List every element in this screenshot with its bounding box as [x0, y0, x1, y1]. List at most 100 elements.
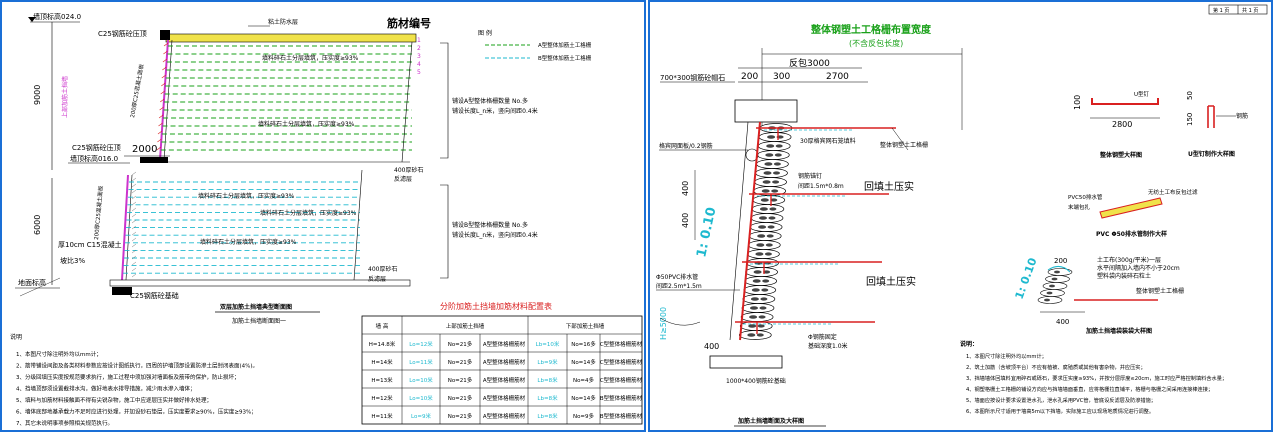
- tag-number: 3: [417, 53, 421, 60]
- upper-side-label: 上部加筋土挡墙: [61, 76, 69, 118]
- table-cell: A型整体格栅筋材: [483, 412, 526, 420]
- drain-400b2: 反滤层: [368, 275, 386, 283]
- upper-geogrid-hook: [163, 50, 168, 55]
- lower-face-hatch: [131, 249, 137, 254]
- gabion-stone: [765, 243, 773, 247]
- gabion-stone: [753, 270, 762, 274]
- dim-200a: 200: [741, 72, 758, 82]
- upper-geogrid-hook: [158, 114, 164, 119]
- right-note-line: 5、墙面应按设计要求设置泄水孔，泄水孔采用PVC管，管底设反滤层及防渗措施；: [966, 396, 1156, 404]
- table-cell: No=9多: [573, 412, 595, 420]
- pipe-a-label: PVC50排水管: [1068, 193, 1103, 201]
- lower-face-hatch: [131, 261, 137, 266]
- dim-400c: 400: [704, 342, 719, 351]
- gabion-stone: [757, 324, 765, 328]
- face-label: 格宾网面板/0.2钢筋: [659, 142, 713, 150]
- gabion-stone: [763, 270, 771, 274]
- lower-face-hatch: [131, 231, 137, 236]
- gabion-stone: [761, 288, 769, 292]
- table-cell: H=13米: [371, 376, 393, 384]
- tag-number-column: 1 2 3 4 5: [417, 37, 421, 76]
- right-note-line: 3、挡墙墙体回填料宜用碎石或砾石，要求压实度≥93%，并按分层厚度≤20cm，施…: [966, 374, 1227, 382]
- lower-back-line: [353, 169, 363, 281]
- section-subtitle: 加筋土挡墙断面图一: [232, 317, 286, 325]
- left-note-line: 1、本图尺寸除注明外均以mm计；: [16, 350, 102, 358]
- bag-title: 加筋土挡墙袋装袋大样图: [1085, 327, 1152, 335]
- drain-400a: 400厚砂石: [394, 166, 423, 174]
- drain-400a2: 反滤层: [394, 175, 412, 183]
- table-cell: A型整体格栅筋材: [483, 358, 526, 366]
- gabion-stone: [773, 171, 780, 175]
- table-cell: No=4多: [573, 376, 595, 384]
- table-cell: Lo=10米: [409, 394, 433, 402]
- lower-face-hatch: [131, 243, 137, 248]
- upper-fill-label: 填料碎石土分层填筑，压实度≥93%: [262, 54, 359, 62]
- lower-fill-label-3: 填料碎石土分层填筑，压实度≥93%: [200, 238, 297, 246]
- upper-bracket: [440, 42, 449, 159]
- elev-top-marker: [28, 17, 36, 22]
- backfill-2: 回填土压实: [866, 275, 916, 288]
- table-cell: A型整体格栅筋材: [483, 376, 526, 384]
- c25-top-label: C25钢筋砼压顶: [98, 29, 147, 38]
- gabion-stone: [759, 216, 767, 220]
- fold-dim: 反包3000: [789, 57, 830, 69]
- legend-b-label: B型整体加筋土工格栅: [538, 54, 592, 62]
- c15-label: 厚10cm C15混凝土: [58, 240, 122, 249]
- table-cell: Lb=8米: [537, 376, 558, 384]
- dim-h: H≥5000: [659, 307, 668, 340]
- upper-fill-label-2: 填料碎石土分层填筑，压实度≥93%: [258, 120, 355, 128]
- page-number: 第 1 页: [1213, 7, 1229, 14]
- table-cell: H=12米: [371, 394, 393, 402]
- bag-stone: [1054, 270, 1060, 274]
- dim-400a: 400: [681, 181, 690, 196]
- pipe-title: PVC Φ50排水管制作大样: [1096, 230, 1167, 238]
- lower-fill-label-2: 填料碎石土分层填筑，压实度≥93%: [260, 209, 357, 217]
- lower-face-hatch: [131, 273, 137, 278]
- l-dim-50: 50: [1186, 91, 1194, 100]
- page-total: 共 1 页: [1242, 7, 1258, 14]
- bag-dim-400: 400: [1056, 318, 1069, 326]
- c25-base-label: C25钢筋砼基础: [130, 291, 179, 300]
- left-note-line: 6、墙体底部地基承载力不足时应进行处理，并加设砂石垫层，压实度要求≥90%，压实…: [16, 408, 257, 416]
- lower-face-hatch: [131, 213, 137, 218]
- table-cell: Lo=12米: [409, 340, 433, 348]
- gabion-stone: [758, 225, 767, 229]
- gabion-stone: [755, 252, 764, 256]
- lower-note-2: 铺设长度L_n米，竖向间距0.4米: [452, 231, 538, 239]
- left-note-line: 2、筋带铺设间距及各类材料参数应按设计图纸执行，四周的护墙顶部设置防渗土层封闭表…: [16, 362, 258, 370]
- lower-face-hatch: [131, 219, 137, 224]
- table-cell: No=16多: [571, 340, 596, 348]
- upper-geogrid-group: [156, 41, 413, 163]
- top-layer-label: 粘土防水层: [268, 18, 298, 26]
- table-header-cell: 墙 高: [376, 322, 389, 330]
- right-title: 整体钢塑土工格栅布置宽度: [810, 23, 932, 36]
- gabion-stone: [767, 135, 776, 139]
- bag-note-2: 水平间隔加入墙内不小于20cm: [1097, 264, 1180, 272]
- detail-circle: [745, 148, 759, 162]
- pin-label: 钢筋锚钉: [798, 172, 822, 180]
- lower-face-hatch: [131, 255, 137, 260]
- tag-title: 筋材编号: [386, 16, 431, 30]
- lower-face-hatch: [131, 207, 137, 212]
- gabion-stone: [748, 324, 757, 328]
- table-cell: H=14.8米: [369, 340, 396, 348]
- drain-400b: 400厚砂石: [368, 265, 397, 273]
- table-cell: No=21多: [448, 412, 473, 420]
- gabion-stone: [771, 189, 779, 193]
- geogrid-leader: [891, 127, 909, 151]
- anchor-note: Φ钢筋固定: [808, 333, 837, 341]
- table-header-cell: 上部加筋土挡墙: [446, 322, 485, 330]
- upper-geogrid-hook: [159, 98, 165, 103]
- gabion-stone: [766, 234, 774, 238]
- left-note-line: 3、分级回填压实度按规范要求执行，施工过程中须加强对墙面板及筋带的保护，防止损坏…: [16, 373, 240, 381]
- u-title: 整体钢塑大样图: [1099, 151, 1142, 159]
- dim-400b: 400: [681, 213, 690, 228]
- lower-fill-label: 填料碎石土分层填筑，压实度≥93%: [198, 192, 295, 200]
- right-note-line: 1、本图尺寸除注明外均以mm计；: [966, 352, 1047, 360]
- cap-label: 700*300钢筋砼帽石: [660, 73, 725, 82]
- bag-stone: [1049, 284, 1055, 288]
- l-title: U型钉制作大样图: [1188, 150, 1235, 158]
- table-cell: A型整体格栅筋材: [483, 394, 526, 402]
- table-cell: Lb=10米: [536, 340, 560, 348]
